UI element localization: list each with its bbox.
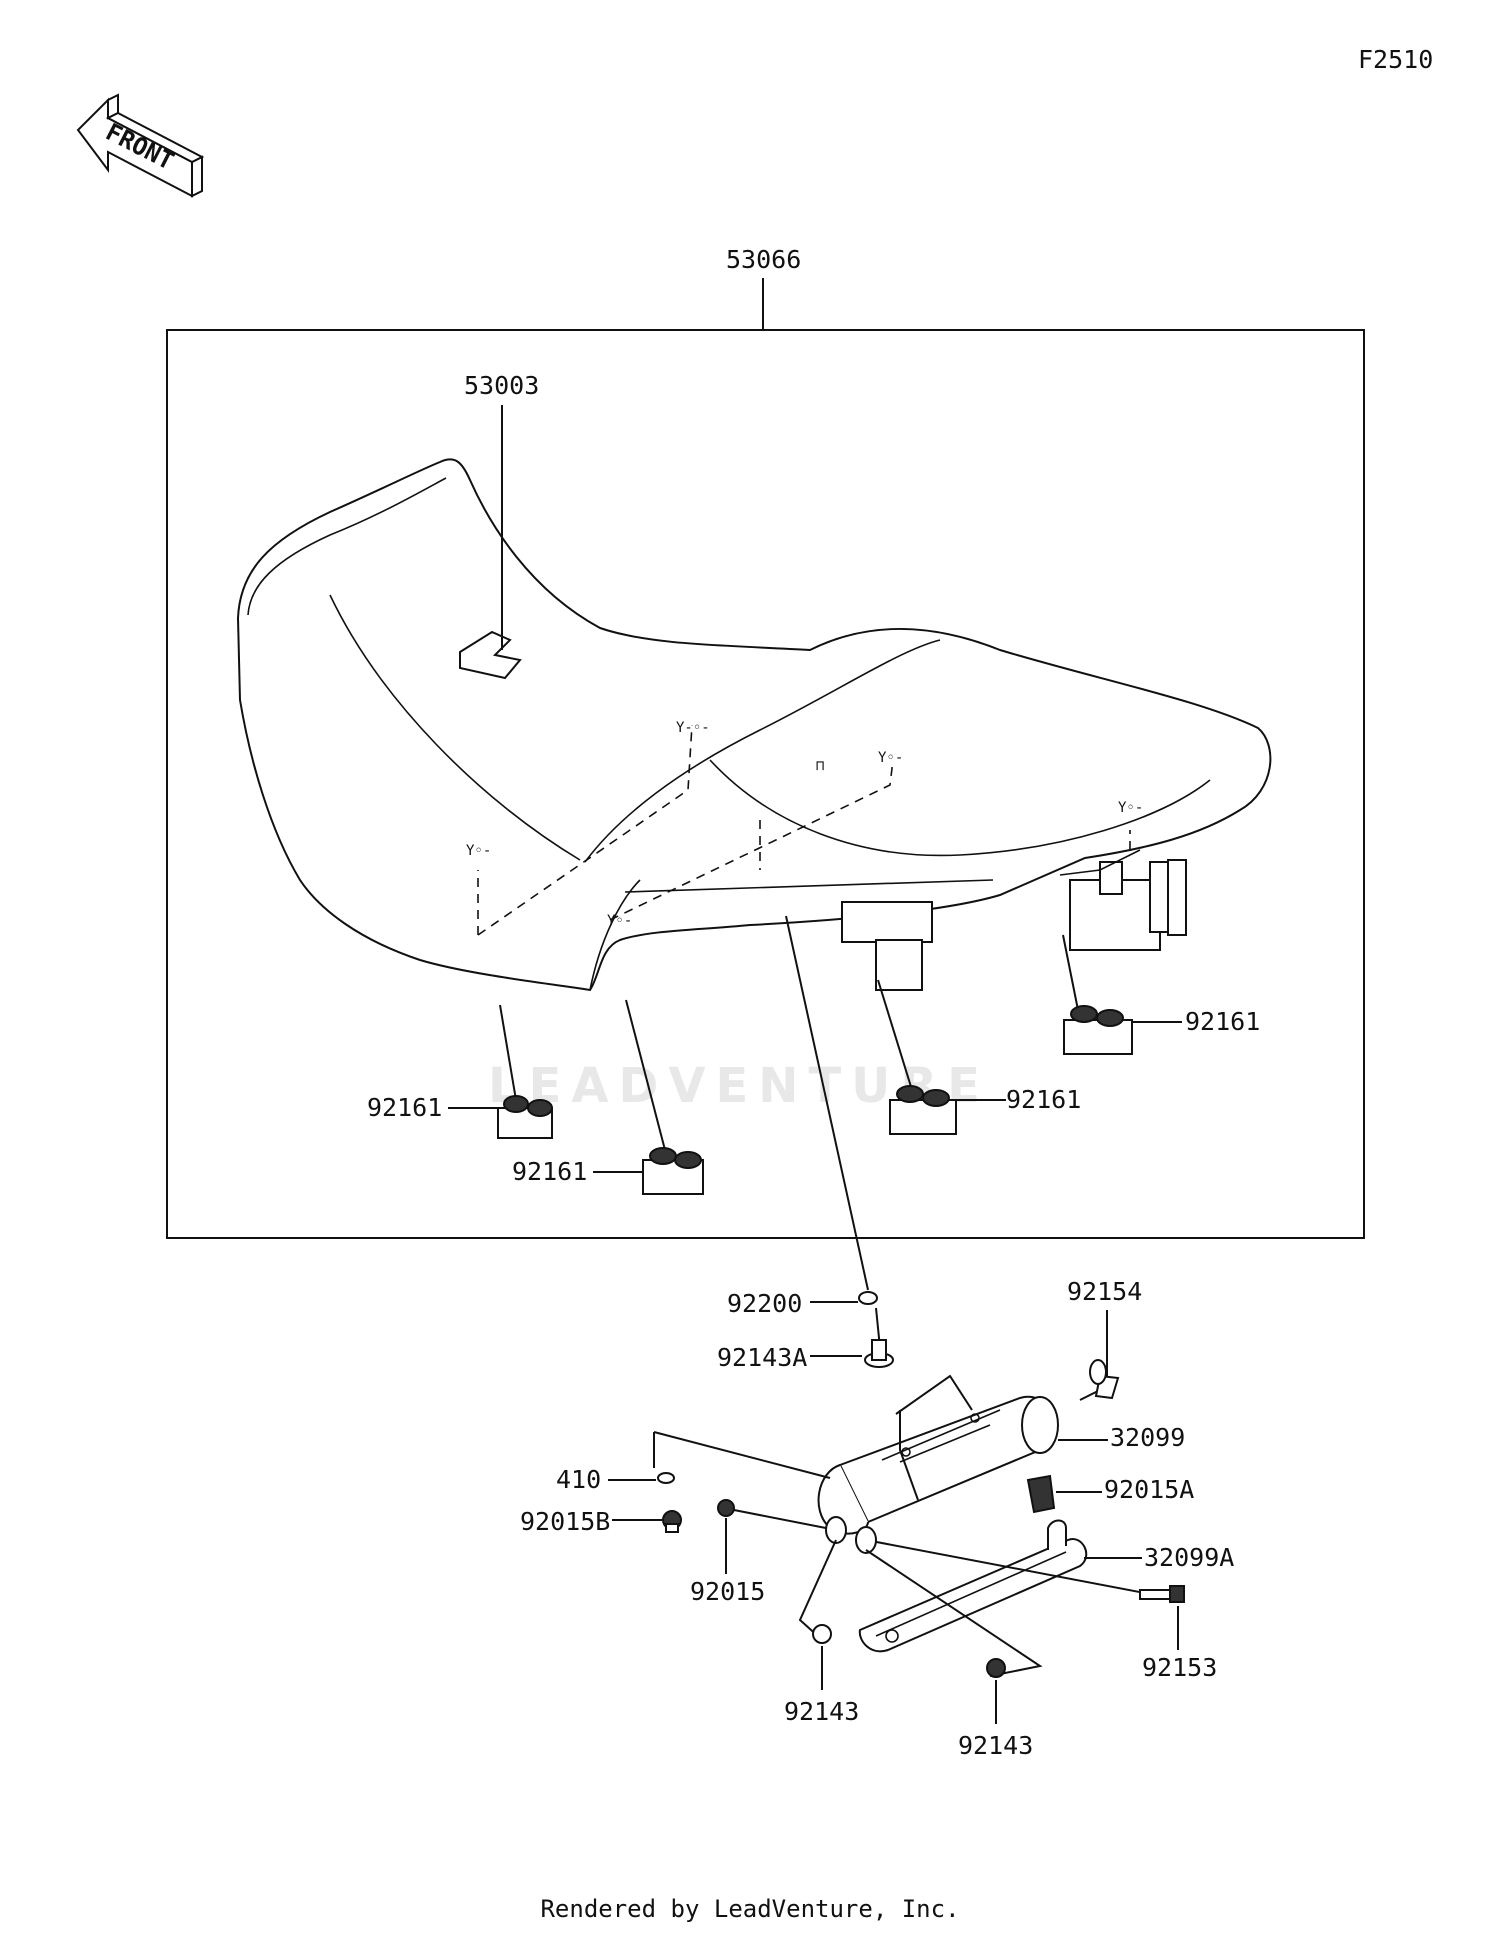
part-92015-label[interactable]: 92015 [690,1577,765,1606]
bolt-92153 [865,1539,1185,1603]
case-pivot-bushings [825,1516,877,1554]
wing-bolt-92154 [1079,1359,1120,1401]
nut-92015B [662,1510,682,1533]
damper-3 [877,979,957,1135]
part-92143A-label[interactable]: 92143A [717,1343,807,1372]
part-53003-label[interactable]: 53003 [464,371,539,400]
seat-illustration: Y-◦- Y◦- Y◦- Y◦- Y◦- ⊓ [236,458,1272,992]
svg-text:Y-◦-: Y-◦- [676,720,710,736]
part-32099A-label[interactable]: 32099A [1144,1543,1234,1572]
svg-text:⊓: ⊓ [816,758,824,774]
collar-92143-right [986,1658,1006,1678]
part-410-label[interactable]: 410 [556,1465,601,1494]
clip-92015A [1026,1474,1056,1514]
seat-assembly-box [166,329,1365,1239]
part-92154-label[interactable]: 92154 [1067,1277,1142,1306]
part-92015B-label[interactable]: 92015B [520,1507,610,1536]
tool-case-32099 [817,1395,1059,1535]
label-410 [657,1472,675,1484]
collar-92143-left [812,1624,832,1644]
figure-code: F2510 [1358,45,1433,74]
part-92161-label-1[interactable]: 92161 [367,1093,442,1122]
part-92161-label-3[interactable]: 92161 [1006,1085,1081,1114]
damper-4 [1062,934,1133,1055]
cover-32099A [858,1519,1088,1653]
part-92200-label[interactable]: 92200 [727,1289,802,1318]
nut-92015 [717,1499,735,1517]
part-92161-label-2[interactable]: 92161 [512,1157,587,1186]
spacer-92143A [864,1339,894,1368]
damper-1 [497,1004,553,1139]
svg-text:Y◦-: Y◦- [466,843,491,859]
part-53066-label[interactable]: 53066 [726,245,801,274]
svg-text:Y◦-: Y◦- [1118,800,1143,816]
svg-text:Y◦-: Y◦- [878,750,903,766]
part-32099-label[interactable]: 32099 [1110,1423,1185,1452]
damper-2 [625,999,704,1195]
part-92153-label[interactable]: 92153 [1142,1653,1217,1682]
part-92143-label-right[interactable]: 92143 [958,1731,1033,1760]
front-arrow-icon: FRONT [76,93,205,198]
svg-text:Y◦-: Y◦- [607,913,632,929]
part-92143-label-left[interactable]: 92143 [784,1697,859,1726]
washer-92200 [858,1291,878,1305]
footer-credit: Rendered by LeadVenture, Inc. [540,1895,960,1923]
part-92161-label-4[interactable]: 92161 [1185,1007,1260,1036]
part-92015A-label[interactable]: 92015A [1104,1475,1194,1504]
